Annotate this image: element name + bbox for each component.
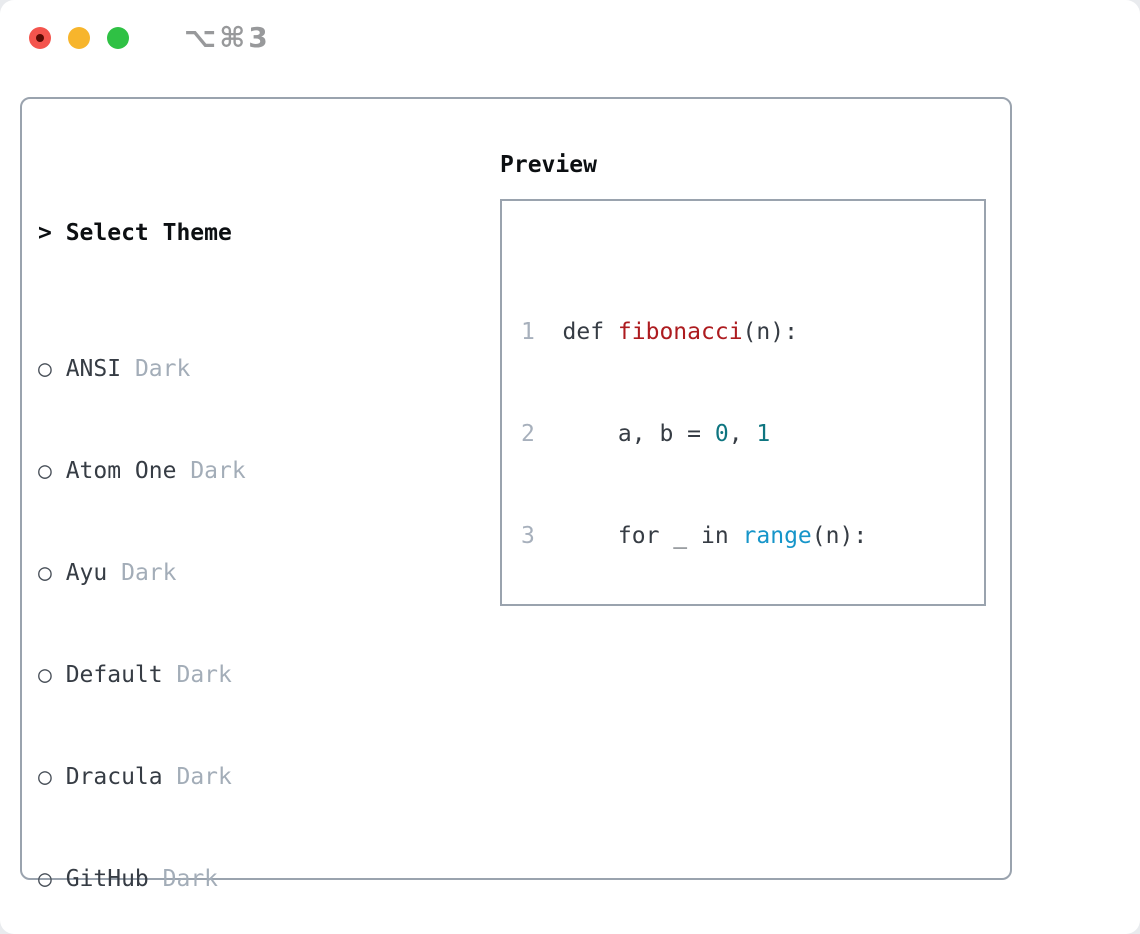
title-bar: ⌥⌘3 — [0, 0, 1140, 75]
code-segment: (n): — [811, 523, 868, 549]
select-theme-label: Select Theme — [65, 220, 232, 246]
minimize-button[interactable] — [68, 26, 90, 49]
code-line: 3 for _ in range(n): — [521, 519, 984, 553]
theme-selector-panel: >Select Theme ○ANSI Dark ○Atom One Dark … — [20, 97, 1012, 892]
code-segment: fibonacci — [617, 319, 743, 345]
theme-option-ansi-dark[interactable]: ○ANSI Dark — [38, 352, 426, 386]
code-segment: a, b = — [562, 421, 715, 447]
radio-icon: ○ — [38, 866, 52, 892]
radio-icon: ○ — [38, 662, 52, 688]
code-segment: def — [562, 319, 618, 345]
code-content: def fibonacci(n): — [563, 319, 798, 345]
code-line: 2 a, b = 0, 1 — [521, 417, 984, 451]
code-segment: 0 — [714, 421, 729, 447]
close-button[interactable] — [29, 26, 51, 49]
code-segment: for _ in — [562, 523, 743, 549]
theme-option-default-dark[interactable]: ○Default Dark — [38, 658, 426, 692]
theme-option-ayu-dark[interactable]: ○Ayu Dark — [38, 556, 426, 590]
code-segment: range — [742, 523, 812, 549]
code-segment: 1 — [756, 421, 771, 447]
code-segment: , — [728, 421, 757, 447]
code-line: 1 def fibonacci(n): — [521, 315, 984, 349]
prompt-arrow-icon: > — [38, 220, 52, 246]
theme-option-atom-one-dark[interactable]: ○Atom One Dark — [38, 454, 426, 488]
window-title: ⌥⌘3 — [184, 21, 271, 54]
theme-kind — [176, 458, 190, 484]
radio-icon: ○ — [38, 356, 52, 382]
theme-kind — [121, 356, 135, 382]
radio-icon: ○ — [38, 560, 52, 586]
code-content: for _ in range(n): — [562, 523, 868, 549]
radio-icon: ○ — [38, 764, 52, 790]
preview-heading: Preview — [500, 152, 597, 178]
line-number: 3 — [521, 523, 535, 549]
theme-kind — [163, 662, 177, 688]
theme-kind — [107, 560, 121, 586]
radio-icon: ○ — [38, 458, 52, 484]
line-number: 2 — [521, 421, 535, 447]
line-number: 1 — [521, 319, 535, 345]
theme-kind — [163, 764, 177, 790]
theme-list: >Select Theme ○ANSI Dark ○Atom One Dark … — [38, 148, 426, 934]
code-segment: (n): — [742, 319, 798, 345]
theme-option-dracula-dark[interactable]: ○Dracula Dark — [38, 760, 426, 794]
select-theme-heading: > Select Theme — [38, 216, 426, 250]
zoom-button[interactable] — [107, 26, 129, 49]
close-dot-icon — [36, 33, 44, 42]
theme-kind — [149, 866, 163, 892]
code-content: a, b = 0, 1 — [562, 421, 771, 447]
theme-option-github-dark[interactable]: ○GitHub Dark — [38, 862, 426, 896]
